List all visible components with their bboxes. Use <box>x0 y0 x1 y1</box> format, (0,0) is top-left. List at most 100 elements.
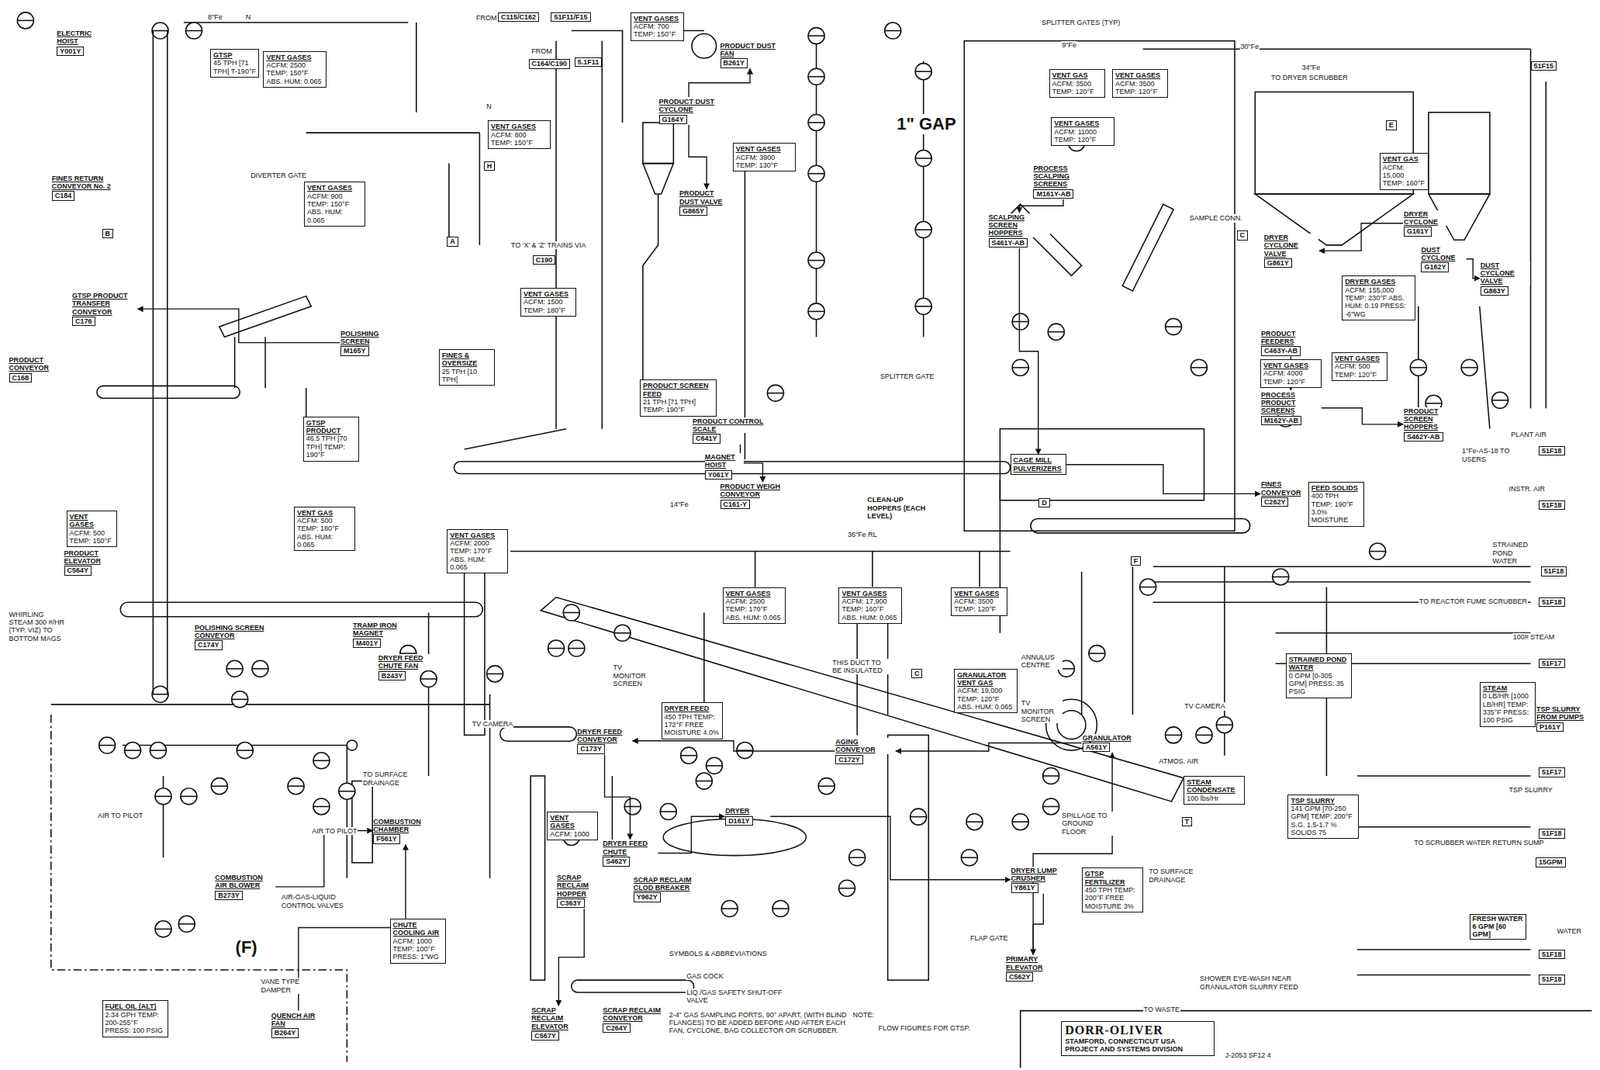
node-heading: PRODUCT DUST VALVE <box>679 189 734 206</box>
instrument-divider <box>180 795 197 798</box>
instrument-divider <box>124 749 142 751</box>
node-detail: 0 GPM [0-305 GPM] PRESS: 35 PSIG <box>1288 671 1350 696</box>
data-box: VENT GASESACFM: 4000 TEMP: 120°F <box>1260 359 1322 388</box>
instrument-divider <box>149 749 166 751</box>
node-heading: GTSP PRODUCT TRANSFER CONVEYOR <box>72 291 138 316</box>
node-heading: VENT GASES <box>1263 361 1319 370</box>
instrument-bubble <box>178 915 195 932</box>
equipment-tag: DRYER CYCLONE VALVEG861Y <box>1263 232 1320 269</box>
node-heading: VENT GASES <box>266 53 324 62</box>
offpage-tag: 15GPM <box>1535 857 1566 867</box>
flow-connector <box>1066 464 1261 495</box>
node-heading: MAGNET HOIST <box>704 452 745 470</box>
equipment-tag: MAGNET HOISTY061Y <box>704 452 746 481</box>
annotation: TO REACTOR FUME SCRUBBER <box>1418 597 1528 605</box>
node-heading: DUST CYCLONE <box>1420 245 1466 263</box>
node-detail: S462Y-AB <box>1403 431 1444 442</box>
instrument-divider <box>210 784 228 787</box>
pipe-line <box>642 193 659 388</box>
pipe-line <box>448 163 450 246</box>
equipment-tag: FINES RETURN CONVEYOR No. 2C184 <box>51 173 143 202</box>
instrument-bubble <box>660 803 677 820</box>
node-detail: 450 TPH TEMP: 200°F FREE MOISTURE 3% <box>1085 885 1141 910</box>
instrument-bubble <box>695 772 712 789</box>
flow-connector <box>604 754 631 840</box>
equipment-outline <box>888 734 930 980</box>
data-box: VENT GASESACFM: 1500 TEMP: 180°F <box>520 287 577 317</box>
data-box: FINES & OVERSIZE25 TPH [10 TPH] <box>438 349 495 386</box>
node-heading: DRYER FEED <box>664 704 720 712</box>
equipment-tag: COMBUSTION AIR BLOWERB273Y <box>214 872 276 901</box>
node-heading: GRANULATOR <box>1082 733 1132 742</box>
instrument-bubble <box>1272 568 1289 585</box>
node-detail: ACFM: 1000 <box>549 829 595 838</box>
node-heading: SCRAP RECLAIM ELEVATOR <box>531 1005 586 1030</box>
instrument-divider <box>772 907 789 909</box>
node-heading: VENT GASES <box>307 183 363 192</box>
equipment-outline <box>964 41 1235 532</box>
equipment-tag: PRODUCT DUST CYCLONEG164Y <box>658 96 720 125</box>
equipment-tag: PRODUCT FEEDERSC463Y-AB <box>1260 328 1322 357</box>
node-detail: C463Y-AB <box>1261 345 1301 356</box>
pipe-line <box>479 132 481 246</box>
offpage-tag: C115/C162 <box>497 12 540 22</box>
equipment-shape <box>540 597 1184 802</box>
node-heading: CLEAN-UP HOPPERS (EACH LEVEL) <box>867 495 929 520</box>
instrument-divider <box>966 820 983 823</box>
instrument-divider <box>910 815 927 818</box>
annotation: SPILLAGE TO GROUND FLOOR <box>1060 811 1119 836</box>
equipment-tag: SCRAP RECLAIM HOPPERC363Y <box>556 872 612 909</box>
equipment-tag: AGING CONVEYORC172Y <box>834 736 896 765</box>
instrument-bubble <box>614 624 631 641</box>
node-heading: QUENCH AIR FAN <box>271 1011 326 1028</box>
instrument-bubble <box>849 849 866 866</box>
node-heading: SCRAP RECLAIM CONVEYOR <box>602 1005 663 1023</box>
instrument-bubble <box>1409 359 1427 376</box>
instrument-divider <box>287 784 305 787</box>
node-heading: DRYER CYCLONE VALVE <box>1264 233 1319 258</box>
offpage-tag: T <box>1181 816 1193 826</box>
instrument-bubble <box>568 639 585 657</box>
instrument-divider <box>915 70 932 73</box>
pipe-line <box>555 41 557 429</box>
offpage-tag: 51F18 <box>1541 566 1568 576</box>
node-heading: GTSP PRODUCT <box>306 418 356 436</box>
annotation: VANE TYPE DAMPER <box>260 977 314 994</box>
instrument-divider <box>185 30 202 32</box>
node-heading: VENT GAS <box>1382 155 1426 163</box>
instrument-bubble <box>180 787 197 805</box>
data-box: STEAM CONDENSATE100 lbs/Hr <box>1183 775 1245 805</box>
node-detail: 45 TPH [71 TPH] T-190°F <box>213 58 256 76</box>
node-heading: PRODUCT DUST CYCLONE <box>659 97 719 115</box>
node-detail: 21 TPH [71 TPH] TEMP: 190°F <box>642 397 714 415</box>
node-detail: ACFM: 2500 TEMP: 150°F ABS. HUM: 0.065 <box>266 61 324 86</box>
data-box: VENT GASACFM: 500 TEMP: 180°F ABS. HUM: … <box>293 506 356 552</box>
node-heading: POLISHING SCREEN <box>340 329 401 346</box>
node-detail: G164Y <box>659 114 688 125</box>
annotation: TV CAMERA <box>471 719 515 728</box>
flow-connector <box>770 815 1010 879</box>
data-box: VENT GASESACFM: 2500 TEMP: 170°F ABS. HU… <box>722 587 787 624</box>
fan-casing <box>691 33 717 59</box>
annotation: 9"Fe <box>1060 41 1078 49</box>
node-detail: Y001Y <box>56 46 84 56</box>
data-box: VENT GASESACFM: 2500 TEMP: 150°F ABS. HU… <box>262 51 327 88</box>
node-heading: VENT GASES <box>633 14 681 23</box>
pipe-line <box>871 551 874 588</box>
node-heading: DRYER FEED CONVEYOR <box>577 727 632 744</box>
annotation: 2-4" GAS SAMPLING PORTS, 90° APART, (WIT… <box>668 1010 849 1035</box>
data-box: VENT GASACFM: 3500 TEMP: 120°F <box>1049 69 1106 98</box>
pipe-line <box>1544 81 1547 408</box>
instrument-bubble <box>155 787 172 805</box>
instrument-divider <box>808 34 825 37</box>
data-box: VENT GASESACFM: 500 TEMP: 120°F <box>1331 352 1388 381</box>
node-heading: PRODUCT DUST FAN <box>720 41 781 59</box>
instrument-bubble <box>808 165 825 182</box>
instrument-divider <box>838 887 855 889</box>
node-heading: VENT GASES <box>69 512 115 529</box>
node-detail: G865Y <box>679 206 708 216</box>
node-detail: ACFM: 3900 TEMP: 130°F <box>736 153 794 170</box>
node-heading: PRODUCT ELEVATOR <box>64 549 119 566</box>
node-detail: C176 <box>72 316 96 326</box>
equipment-tag: ELECTRIC HOISTY001Y <box>55 28 112 57</box>
